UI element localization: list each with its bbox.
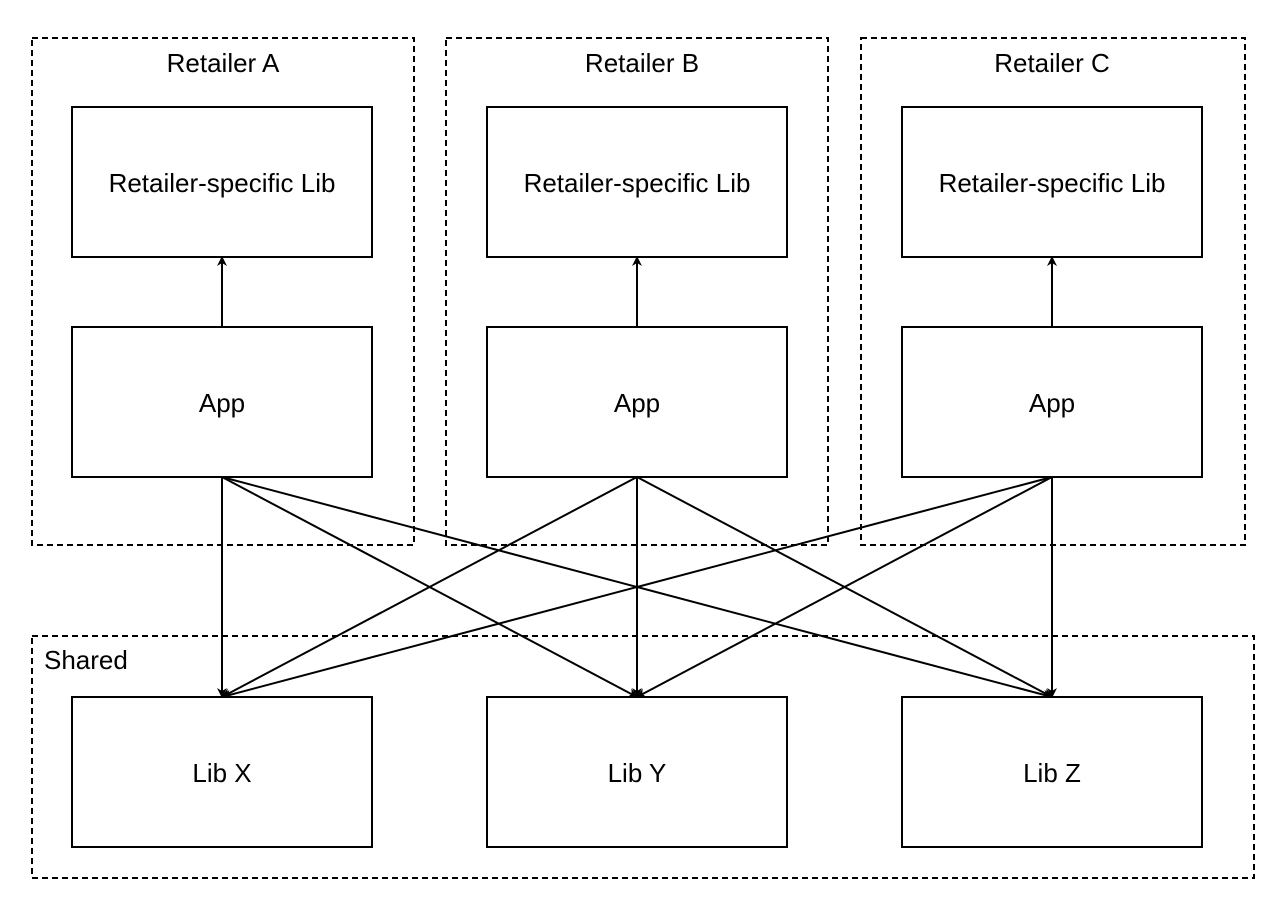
- node-box-lib-y: [486, 696, 788, 848]
- node-retailer-lib-c[interactable]: Retailer-specific Lib: [901, 106, 1203, 258]
- group-title-shared: Shared: [44, 645, 128, 675]
- group-title-retailer-a: Retailer A: [167, 48, 280, 78]
- node-app-a[interactable]: App: [71, 326, 373, 478]
- group-shared: Shared: [31, 635, 1255, 879]
- node-box-lib-z: [901, 696, 1203, 848]
- edge-app-c-to-lib-y: [636, 476, 1053, 698]
- group-frame-shared: [31, 635, 1255, 879]
- node-label-retailer-lib-b: Retailer-specific Lib: [524, 168, 751, 198]
- node-label-retailer-lib-a: Retailer-specific Lib: [109, 168, 336, 198]
- edge-app-b-to-lib-x: [221, 476, 638, 698]
- node-retailer-lib-a[interactable]: Retailer-specific Lib: [71, 106, 373, 258]
- node-label-lib-y: Lib Y: [608, 758, 667, 788]
- node-box-retailer-lib-b: [486, 106, 788, 258]
- node-lib-z[interactable]: Lib Z: [901, 696, 1203, 848]
- node-box-retailer-lib-a: [71, 106, 373, 258]
- node-app-c[interactable]: App: [901, 326, 1203, 478]
- node-box-retailer-lib-c: [901, 106, 1203, 258]
- node-label-app-b: App: [614, 388, 660, 418]
- node-box-lib-x: [71, 696, 373, 848]
- node-label-lib-z: Lib Z: [1023, 758, 1081, 788]
- node-box-app-c: [901, 326, 1203, 478]
- node-lib-x[interactable]: Lib X: [71, 696, 373, 848]
- edges-layer: [217, 256, 1057, 700]
- node-label-app-c: App: [1029, 388, 1075, 418]
- node-app-b[interactable]: App: [486, 326, 788, 478]
- node-label-lib-x: Lib X: [192, 758, 251, 788]
- group-title-retailer-b: Retailer B: [585, 48, 699, 78]
- node-label-app-a: App: [199, 388, 245, 418]
- group-title-retailer-c: Retailer C: [994, 48, 1110, 78]
- node-box-app-b: [486, 326, 788, 478]
- node-box-app-a: [71, 326, 373, 478]
- node-retailer-lib-b[interactable]: Retailer-specific Lib: [486, 106, 788, 258]
- node-label-retailer-lib-c: Retailer-specific Lib: [939, 168, 1166, 198]
- edge-app-c-to-lib-x: [221, 476, 1053, 700]
- node-lib-y[interactable]: Lib Y: [486, 696, 788, 848]
